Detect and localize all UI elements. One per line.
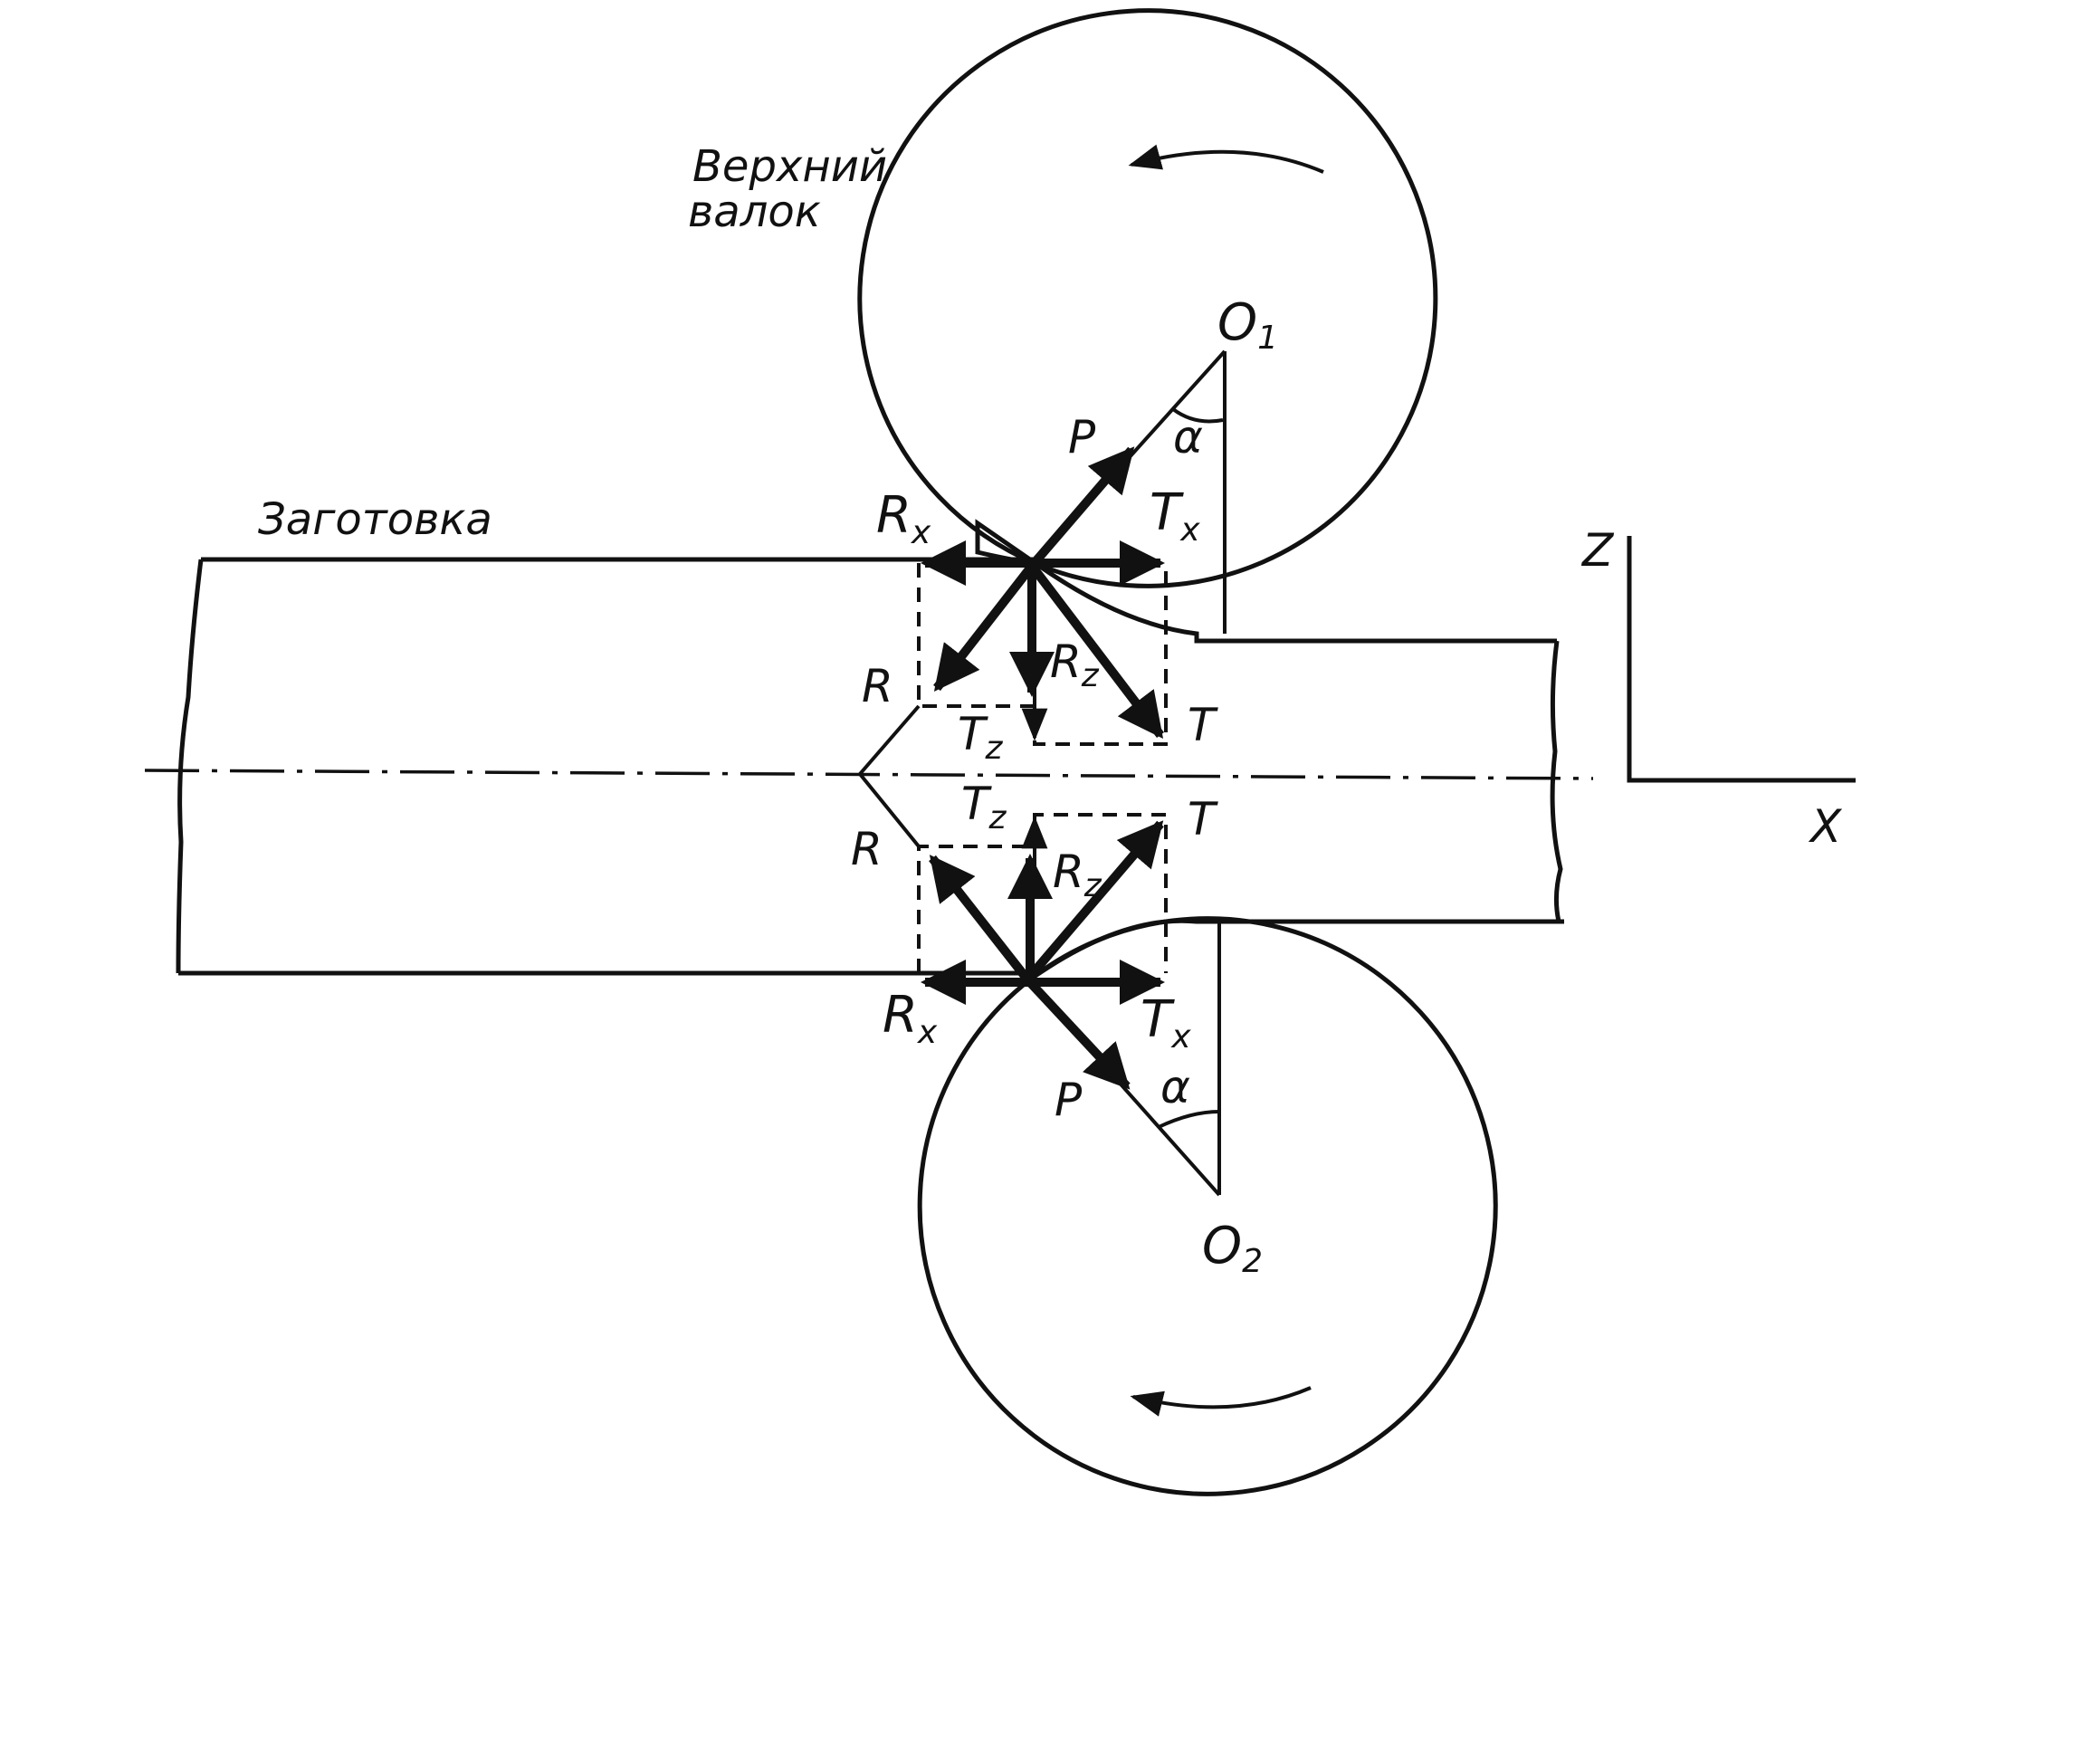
upper-rz-label: Rz xyxy=(1050,635,1100,694)
lower-alpha-arc xyxy=(1158,1110,1220,1129)
lower-r-arrow xyxy=(929,855,1031,983)
upper-alpha-arc xyxy=(1171,407,1224,424)
upper-roll-rotation-arrow xyxy=(1128,144,1324,174)
upper-r-label: R xyxy=(862,660,893,712)
lower-p-label: P xyxy=(1055,1074,1083,1126)
center-line xyxy=(144,769,1594,780)
workpiece-entry-bottom xyxy=(1028,918,1559,982)
axis-x-label: X xyxy=(1808,800,1843,853)
lower-t-label: T xyxy=(1188,793,1218,846)
o1-label: O1 xyxy=(1217,293,1278,357)
upper-rx-label: Rx xyxy=(876,486,931,551)
lower-tz-label: Tz xyxy=(961,778,1007,836)
upper-roll-caption-line2: валок xyxy=(688,186,821,237)
lower-roll-circle xyxy=(917,916,1498,1496)
left-convergence-lines xyxy=(857,704,921,848)
lower-t-arrow xyxy=(1024,820,1164,983)
lower-rx-label: Rx xyxy=(883,986,938,1051)
upper-t-arrow xyxy=(1028,562,1164,739)
upper-tx-label: Tx xyxy=(1150,483,1200,549)
lower-p-arrow xyxy=(1024,976,1131,1090)
lower-roll-rotation-arrow xyxy=(1130,1386,1312,1417)
lower-alpha-label: α xyxy=(1160,1061,1190,1113)
upper-t-label: T xyxy=(1188,699,1218,751)
lower-tx-label: Tx xyxy=(1141,990,1191,1056)
upper-r-arrow xyxy=(933,562,1036,692)
coordinate-axes xyxy=(1627,536,1856,783)
upper-dashed-box xyxy=(917,563,1168,746)
workpiece-caption: Заготовка xyxy=(258,494,492,545)
upper-roll-caption-line1: Верхний xyxy=(692,141,887,192)
lower-r-label: R xyxy=(851,823,883,875)
upper-roll-circle xyxy=(857,8,1438,588)
upper-p-label: P xyxy=(1068,411,1096,463)
axis-z-label: Z xyxy=(1580,524,1615,577)
lower-rz-label: Rz xyxy=(1053,846,1102,904)
upper-tz-label: Tz xyxy=(958,708,1004,767)
upper-p-arrow xyxy=(1028,446,1135,569)
upper-alpha-label: α xyxy=(1173,411,1203,463)
workpiece-left-break xyxy=(176,559,204,974)
workpiece-right-break xyxy=(1550,640,1563,922)
o2-label: O2 xyxy=(1202,1217,1263,1280)
workpiece-entry-top xyxy=(1035,561,1557,644)
